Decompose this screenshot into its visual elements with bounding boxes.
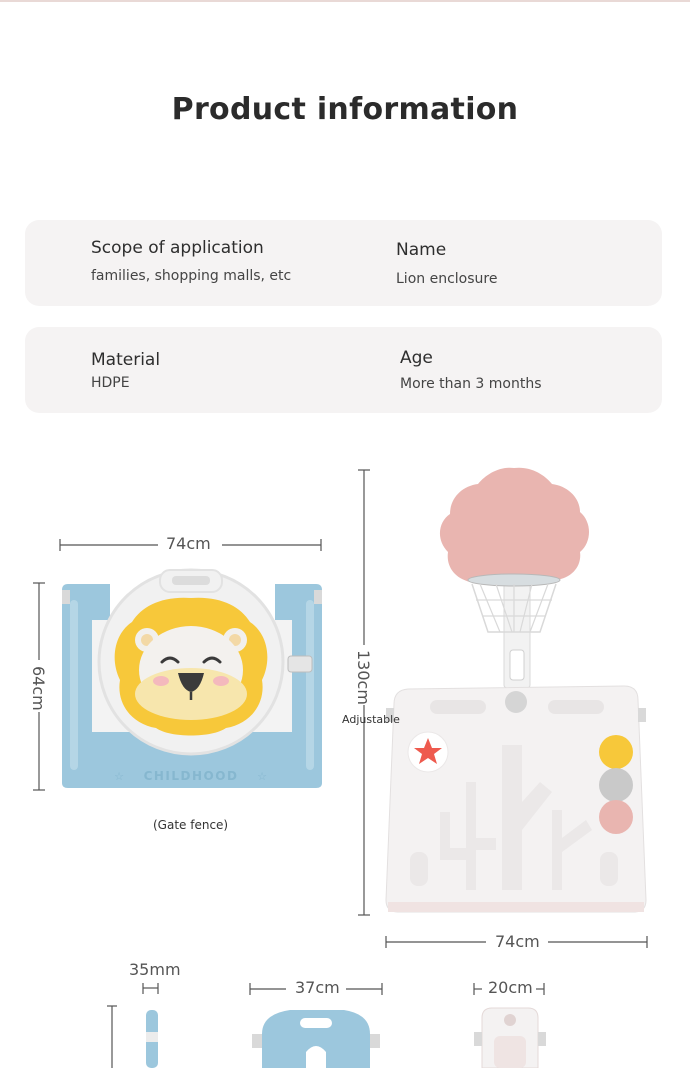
side-height-dimension-line xyxy=(107,1005,117,1068)
scope-value: families, shopping malls, etc xyxy=(91,268,292,284)
side-profile-panel xyxy=(146,1010,158,1068)
gate-width-dimension-line xyxy=(59,539,322,551)
gear-toy-icon xyxy=(599,800,633,834)
gate-height-label: 64cm xyxy=(29,666,48,711)
gate-caption: (Gate fence) xyxy=(153,818,229,832)
small-panel-width-label: 37cm xyxy=(295,978,340,997)
basketball-hoop xyxy=(439,467,589,689)
star-icon: ☆ xyxy=(257,770,267,783)
small-blue-panel xyxy=(252,1010,380,1068)
name-label: Name xyxy=(396,240,447,260)
gate-fence-panel: CHILDHOOD ☆ ☆ xyxy=(62,568,322,788)
narrow-panel-width-dimension-line xyxy=(473,983,545,995)
narrow-panel-width-label: 20cm xyxy=(488,978,533,997)
info-card-material-age: Material HDPE Age More than 3 months xyxy=(25,327,662,413)
material-label: Material xyxy=(91,350,161,370)
info-card-scope-name: Scope of application families, shopping … xyxy=(25,220,662,306)
thickness-label: 35mm xyxy=(129,960,181,979)
gear-toy-icon xyxy=(599,735,633,769)
age-label: Age xyxy=(400,348,433,368)
adjustable-label: Adjustable xyxy=(342,713,400,726)
scope-label: Scope of application xyxy=(91,238,264,258)
hoop-height-dimension-line xyxy=(358,469,370,916)
small-panel-width-dimension-line xyxy=(249,983,383,995)
star-toy-icon xyxy=(414,738,442,764)
age-value: More than 3 months xyxy=(400,376,542,392)
hoop-panel-width-label: 74cm xyxy=(495,932,540,951)
gate-width-label: 74cm xyxy=(166,534,211,553)
gate-height-dimension-line xyxy=(33,582,45,791)
brand-text: CHILDHOOD xyxy=(144,769,239,783)
hoop-panel-width-dimension-line xyxy=(385,936,648,948)
hoop-height-label: 130cm xyxy=(354,650,373,705)
top-divider xyxy=(0,0,690,2)
material-value: HDPE xyxy=(91,375,130,391)
thickness-dimension-line xyxy=(142,983,159,994)
star-icon: ☆ xyxy=(114,770,124,783)
hoop-fence-panel xyxy=(385,685,647,913)
narrow-white-panel xyxy=(474,1007,546,1068)
page-title: Product information xyxy=(171,92,519,127)
gear-toy-icon xyxy=(599,768,633,802)
name-value: Lion enclosure xyxy=(396,271,498,287)
lion-face-icon xyxy=(114,597,268,736)
